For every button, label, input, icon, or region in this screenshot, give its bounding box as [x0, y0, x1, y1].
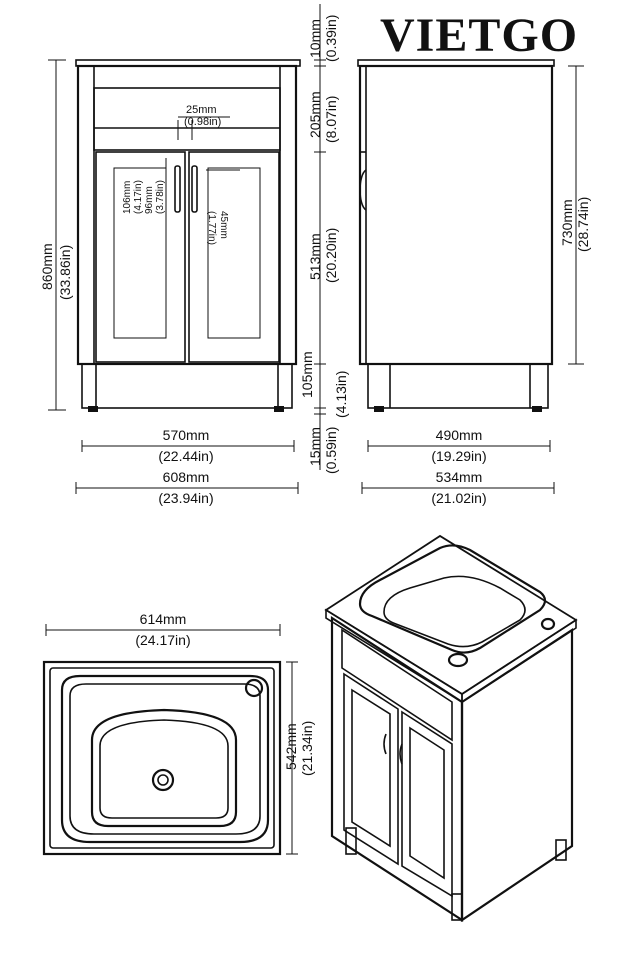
dim-top-depth-in: (21.34in) — [299, 721, 315, 776]
dim-width-body-mm: 570mm — [163, 427, 210, 443]
front-left-handle — [174, 165, 181, 213]
vertical-dimension-stack: 10mm (0.39in) 205mm (8.07in) 513mm (20.2… — [299, 4, 349, 474]
sink-basin-outer — [60, 674, 270, 844]
side-handle — [359, 169, 367, 211]
front-left-door — [95, 151, 186, 363]
front-foot-left — [88, 406, 98, 412]
dim-handle-length-in: (4.17in) — [133, 180, 144, 214]
front-right-handle — [191, 165, 198, 213]
dim-gap-mm: 25mm — [186, 104, 217, 116]
side-view: 730mm (28.74in) 490mm (19.29in) 534mm (2… — [357, 59, 591, 506]
front-view: 860mm (33.86in) 25mm (0.98in) 106mm (4.1… — [39, 59, 301, 506]
brand-logo: VIETGO — [380, 9, 579, 62]
dim-plinth-height-in: (4.13in) — [333, 371, 349, 418]
dim-depth-top-mm: 534mm — [436, 469, 483, 485]
dim-top-width-in: (24.17in) — [135, 632, 190, 648]
side-plinth — [367, 363, 549, 409]
dim-drawer-height-in: (8.07in) — [323, 96, 339, 143]
front-plinth — [81, 363, 293, 409]
dim-width-body-in: (22.44in) — [158, 448, 213, 464]
dim-foot-height-in: (0.59in) — [323, 427, 339, 474]
side-foot-right — [532, 406, 542, 412]
dim-handle-offset-in: (1.77in) — [206, 211, 217, 245]
iso-tap-hole — [540, 617, 556, 631]
iso-left-door — [343, 672, 399, 866]
front-foot-right — [274, 406, 284, 412]
sink-tap-hole — [244, 678, 264, 698]
sink-drain — [151, 768, 175, 792]
dim-top-width-mm: 614mm — [140, 611, 187, 627]
iso-left-handle — [383, 733, 387, 755]
front-right-door — [188, 151, 280, 363]
dim-height-total-in: (33.86in) — [57, 245, 73, 300]
dim-depth-body-in: (19.29in) — [431, 448, 486, 464]
dim-side-height-in: (28.74in) — [575, 197, 591, 252]
dim-handle-length-mm: 106mm — [122, 181, 133, 214]
dim-drawer-height-mm: 205mm — [307, 91, 323, 138]
iso-side-face — [460, 627, 574, 923]
dim-top-thickness-mm: 10mm — [307, 19, 323, 58]
dim-handle-spacing-in: (3.78in) — [155, 180, 166, 214]
dim-width-top-mm: 608mm — [163, 469, 210, 485]
dim-height-total-mm: 860mm — [39, 243, 55, 290]
dim-side-height-mm: 730mm — [559, 199, 575, 246]
dim-foot-height-mm: 15mm — [307, 427, 323, 466]
dim-width-top-in: (23.94in) — [158, 490, 213, 506]
sink-outer-rim — [42, 660, 282, 856]
dim-depth-top-in: (21.02in) — [431, 490, 486, 506]
top-view: 614mm (24.17in) 542mm (21.34in) — [42, 611, 315, 856]
dim-handle-offset-mm: 45mm — [218, 211, 229, 239]
dim-depth-body-mm: 490mm — [436, 427, 483, 443]
side-cabinet-body — [358, 64, 554, 366]
front-drawer-panel — [93, 87, 281, 151]
dim-top-thickness-in: (0.39in) — [323, 15, 339, 62]
dim-top-depth-mm: 542mm — [283, 723, 299, 770]
dim-plinth-height-mm: 105mm — [299, 351, 315, 398]
sink-bowl — [90, 708, 238, 828]
dim-door-height-mm: 513mm — [307, 233, 323, 280]
iso-countertop — [324, 534, 578, 696]
dim-handle-spacing-mm: 96mm — [144, 186, 155, 214]
dim-gap-in: (0.98in) — [184, 116, 221, 128]
isometric-view — [324, 534, 578, 923]
iso-right-handle — [399, 743, 403, 765]
iso-drawer — [341, 628, 453, 742]
side-foot-left — [374, 406, 384, 412]
dim-door-height-in: (20.20in) — [323, 228, 339, 283]
iso-sink-basin — [358, 544, 547, 654]
iso-drain — [447, 652, 469, 668]
